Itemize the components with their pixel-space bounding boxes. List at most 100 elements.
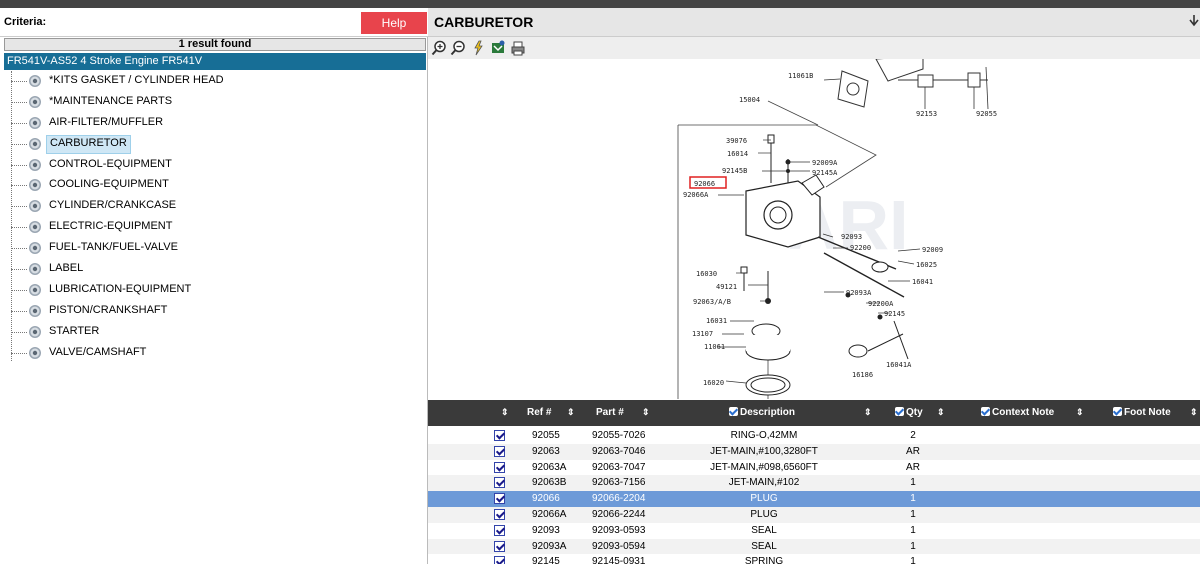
label-92153[interactable]: 92153 (916, 110, 937, 118)
row-checkbox[interactable] (494, 493, 505, 505)
label-92063AB[interactable]: 92063/A/B (693, 298, 731, 306)
label-92055[interactable]: 92055 (976, 110, 997, 118)
header-description[interactable]: Description (729, 407, 795, 418)
header-qty[interactable]: Qty (895, 407, 923, 418)
label-16041[interactable]: 16041 (912, 278, 933, 286)
magic-wand-icon[interactable] (470, 40, 486, 56)
row-checkbox[interactable] (494, 430, 505, 441)
row-checkbox[interactable] (494, 461, 505, 473)
row-checkbox[interactable] (494, 556, 505, 564)
zoom-in-icon[interactable] (431, 40, 447, 56)
row-checkbox[interactable] (494, 540, 505, 552)
cell-description: PLUG (750, 493, 778, 505)
label-16025[interactable]: 16025 (916, 261, 937, 269)
label-16041A[interactable]: 16041A (886, 361, 912, 369)
tree-item[interactable]: *MAINTENANCE PARTS (4, 92, 426, 113)
cell-ref: 92145 (532, 556, 560, 564)
label-92200A[interactable]: 92200A (868, 300, 894, 308)
sort-icon[interactable]: ⇕ (1076, 407, 1084, 417)
row-checkbox[interactable] (494, 524, 505, 536)
label-92009A[interactable]: 92009A (812, 159, 838, 167)
label-11061[interactable]: 11061 (704, 343, 725, 351)
label-92145[interactable]: 92145 (884, 310, 905, 318)
tree-item[interactable]: CYLINDER/CRANKCASE (4, 196, 426, 217)
label-92145A[interactable]: 92145A (812, 169, 838, 177)
tree-item[interactable]: LABEL (4, 259, 426, 280)
context-note-column-checkbox[interactable] (981, 407, 990, 416)
tree-item-label: STARTER (49, 324, 100, 337)
cell-ref: 92055 (532, 430, 560, 441)
cell-ref: 92093A (532, 540, 567, 552)
print-icon[interactable] (510, 40, 526, 56)
cell-part: 92063-7047 (592, 461, 646, 473)
label-92066A[interactable]: 92066A (683, 191, 709, 199)
label-92093[interactable]: 92093 (841, 233, 862, 241)
label-16014[interactable]: 16014 (727, 150, 748, 158)
cell-qty: 1 (910, 524, 916, 536)
tree-item[interactable]: *KITS GASKET / CYLINDER HEAD (4, 71, 426, 92)
qty-column-checkbox[interactable] (895, 407, 904, 416)
label-16031[interactable]: 16031 (706, 317, 727, 325)
label-11061B[interactable]: 11061B (788, 72, 813, 80)
label-13107[interactable]: 13107 (692, 330, 713, 338)
label-49121[interactable]: 49121 (716, 283, 737, 291)
settings-icon[interactable] (490, 40, 506, 56)
cell-ref: 92063B (532, 477, 567, 489)
tree-item[interactable]: AIR-FILTER/MUFFLER (4, 113, 426, 134)
label-16186[interactable]: 16186 (852, 371, 873, 379)
label-92145B[interactable]: 92145B (722, 167, 747, 175)
tree-item[interactable]: PISTON/CRANKSHAFT (4, 301, 426, 322)
cell-part: 92055-7026 (592, 430, 646, 441)
sort-icon[interactable]: ⇕ (501, 407, 509, 417)
sort-icon[interactable]: ⇕ (864, 407, 872, 417)
cell-description: JET-MAIN,#102 (728, 477, 800, 489)
label-39076[interactable]: 39076 (726, 137, 747, 145)
tree-item[interactable]: VALVE/CAMSHAFT (4, 343, 426, 364)
parts-diagram[interactable]: ARI (428, 59, 1200, 399)
tree-item[interactable]: ELECTRIC-EQUIPMENT (4, 217, 426, 238)
tree-root-item[interactable]: FR541V-AS52 4 Stroke Engine FR541V (4, 53, 426, 70)
label-16020[interactable]: 16020 (703, 379, 724, 387)
cell-ref: 92093 (532, 524, 560, 536)
zoom-out-icon[interactable] (450, 40, 466, 56)
foot-note-column-checkbox[interactable] (1113, 407, 1122, 416)
tree-item[interactable]: CONTROL-EQUIPMENT (4, 155, 426, 176)
gasket-shape (837, 70, 869, 108)
tree-item[interactable]: CARBURETOR (4, 134, 426, 155)
label-92009[interactable]: 92009 (922, 246, 943, 254)
description-column-checkbox[interactable] (729, 407, 738, 416)
scroll-up-icon[interactable] (1188, 14, 1200, 28)
label-92066[interactable]: 92066 (694, 180, 715, 188)
help-button[interactable]: Help (361, 12, 427, 34)
label-92093A[interactable]: 92093A (846, 289, 872, 297)
header-part[interactable]: Part # (596, 407, 624, 418)
tree-item[interactable]: LUBRICATION-EQUIPMENT (4, 280, 426, 301)
label-92200[interactable]: 92200 (850, 244, 871, 252)
sort-icon[interactable]: ⇕ (937, 407, 945, 417)
row-checkbox[interactable] (494, 508, 505, 520)
sort-icon[interactable]: ⇕ (567, 407, 575, 417)
tree-item-label: LUBRICATION-EQUIPMENT (49, 282, 192, 295)
tree-item[interactable]: COOLING-EQUIPMENT (4, 175, 426, 196)
label-15004[interactable]: 15004 (739, 96, 760, 104)
header-context-note[interactable]: Context Note (981, 407, 1054, 418)
sort-icon[interactable]: ⇕ (642, 407, 650, 417)
row-checkbox[interactable] (494, 477, 505, 489)
row-checkbox[interactable] (494, 445, 505, 457)
tree-item[interactable]: STARTER (4, 322, 426, 343)
sort-icon[interactable]: ⇕ (1190, 407, 1198, 417)
header-ref[interactable]: Ref # (527, 407, 552, 418)
toolbar (428, 37, 1200, 59)
tree-item[interactable]: FUEL-TANK/FUEL-VALVE (4, 238, 426, 259)
header-foot-note[interactable]: Foot Note (1113, 407, 1171, 418)
label-16030[interactable]: 16030 (696, 270, 717, 278)
